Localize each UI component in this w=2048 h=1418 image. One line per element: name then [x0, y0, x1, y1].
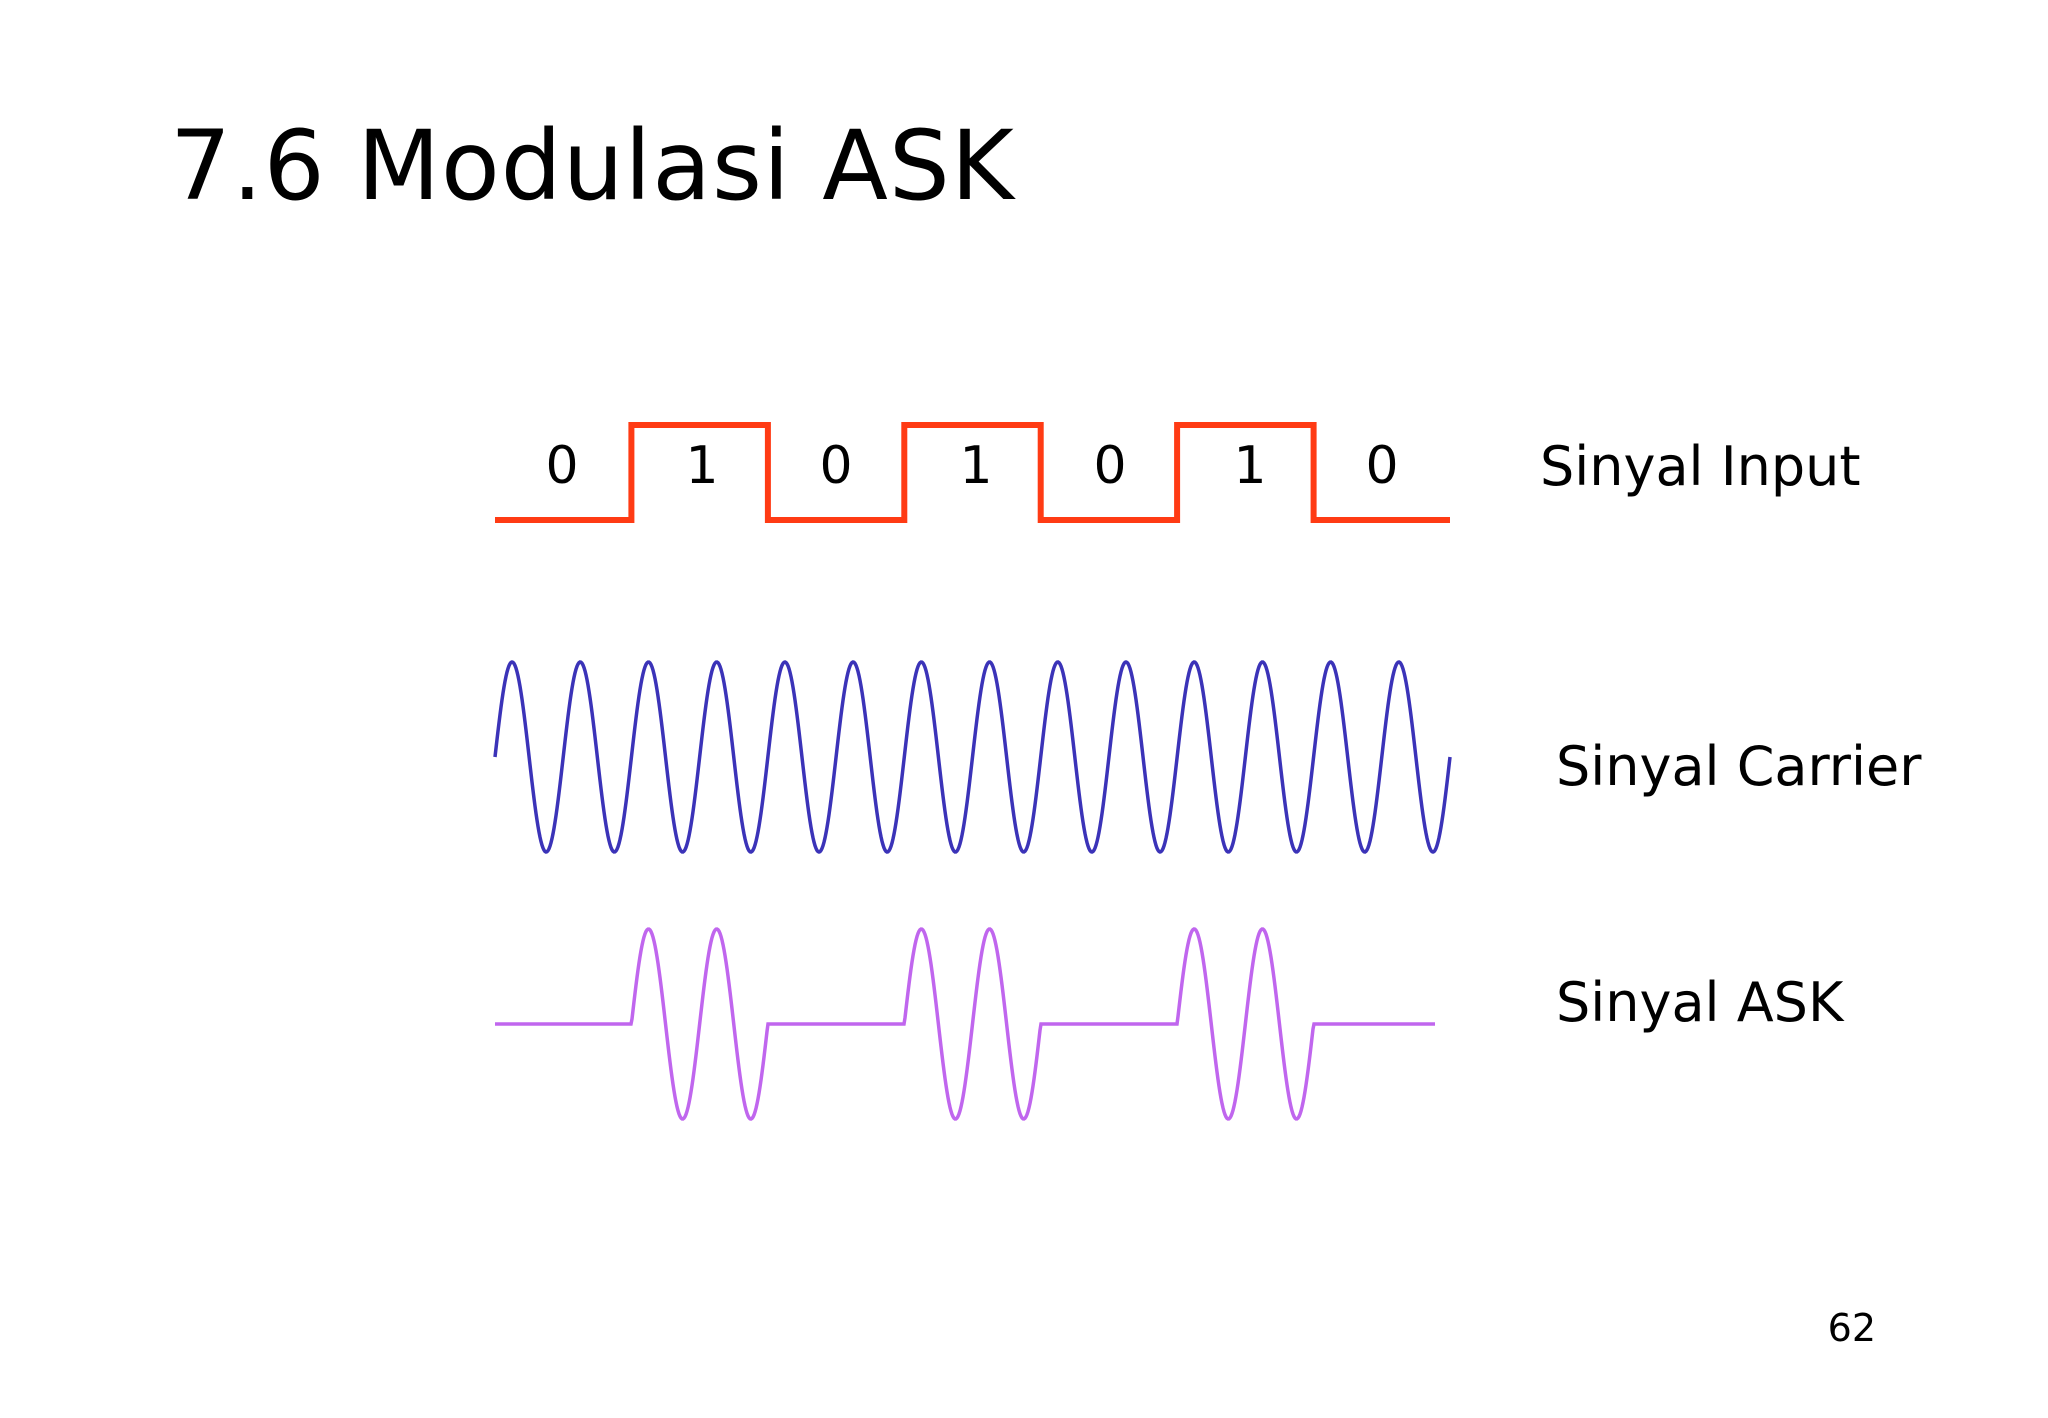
ask-signal-waveform: [495, 927, 1435, 1121]
input-bit: 1: [959, 436, 993, 496]
page-number: 62: [1827, 1306, 1876, 1350]
input-bit: 1: [1233, 436, 1267, 496]
input-bit: 0: [1093, 436, 1127, 496]
input-bit: 1: [685, 436, 719, 496]
input-bit: 0: [545, 436, 579, 496]
input-bit: 0: [819, 436, 853, 496]
ask-signal-label: Sinyal ASK: [1556, 971, 1844, 1034]
input-signal-label: Sinyal Input: [1540, 435, 1861, 498]
carrier-signal-waveform: [493, 660, 1452, 854]
input-bit: 0: [1365, 436, 1399, 496]
slide-title: 7.6 Modulasi ASK: [170, 110, 1015, 222]
carrier-signal-label: Sinyal Carrier: [1556, 735, 1922, 798]
input-signal-waveform: [495, 422, 1450, 523]
